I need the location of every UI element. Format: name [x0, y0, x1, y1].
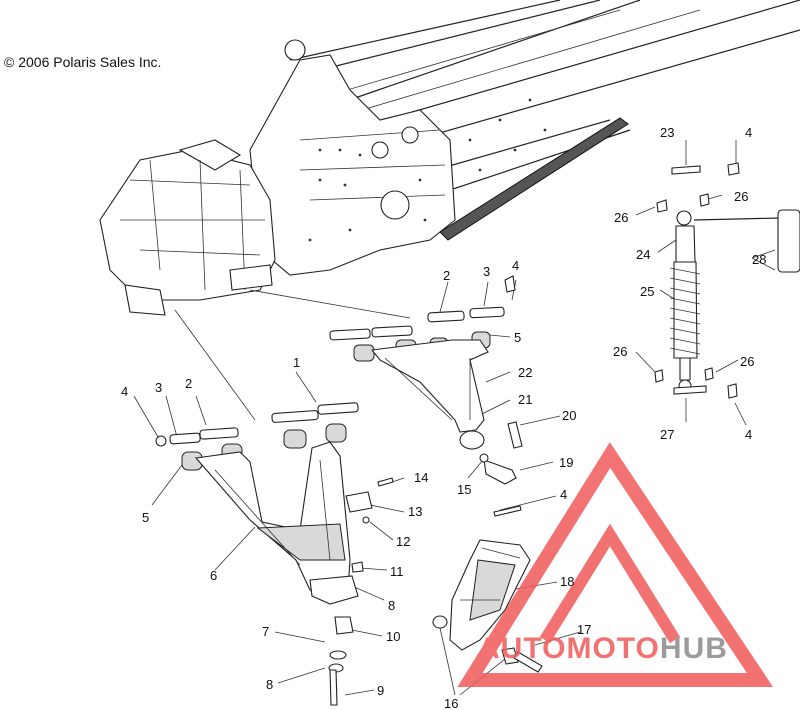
callout-3: 3	[483, 264, 490, 279]
callout-27: 27	[660, 427, 674, 442]
watermark-logo: AUTOMOTOHUB	[457, 442, 774, 687]
callout-4: 4	[745, 427, 752, 442]
callout-4: 4	[121, 384, 128, 399]
callout-13: 13	[408, 504, 422, 519]
chassis-frame	[99, 0, 800, 316]
callout-4: 4	[745, 125, 752, 140]
callout-12: 12	[396, 534, 410, 549]
callout-26: 26	[613, 344, 627, 359]
callout-6: 6	[210, 568, 217, 583]
callout-7: 7	[262, 624, 269, 639]
callout-20: 20	[562, 408, 576, 423]
callout-4: 4	[512, 258, 519, 273]
lower-a-arm-assembly	[155, 402, 394, 706]
callout-15: 15	[457, 482, 471, 497]
callout-18: 18	[560, 574, 574, 589]
callout-17: 17	[577, 622, 591, 637]
callout-numbers: 23 4 26 26 24 28 25 26 26 27 4 2 3 4 5 2…	[121, 125, 766, 710]
shock-absorber	[654, 162, 800, 399]
spindle	[432, 539, 543, 673]
watermark-text: AUTOMOTOHUB	[478, 632, 728, 665]
upper-a-arm-assembly	[329, 275, 523, 517]
callout-28: 28	[752, 252, 766, 267]
callout-23: 23	[660, 125, 674, 140]
callout-8: 8	[388, 598, 395, 613]
callout-22: 22	[518, 365, 532, 380]
callout-14: 14	[414, 470, 428, 485]
callout-2: 2	[443, 268, 450, 283]
callout-9: 9	[377, 683, 384, 698]
callout-26: 26	[614, 210, 628, 225]
callout-5: 5	[142, 510, 149, 525]
callout-5: 5	[514, 330, 521, 345]
callout-19: 19	[559, 455, 573, 470]
callout-25: 25	[640, 284, 654, 299]
callout-3: 3	[155, 380, 162, 395]
copyright-notice: © 2006 Polaris Sales Inc.	[4, 54, 161, 70]
callout-21: 21	[518, 392, 532, 407]
callout-4: 4	[560, 487, 567, 502]
callout-1: 1	[293, 355, 300, 370]
callout-10: 10	[386, 629, 400, 644]
callout-2: 2	[185, 376, 192, 391]
callout-26: 26	[740, 354, 754, 369]
callout-11: 11	[390, 564, 404, 579]
callout-8: 8	[266, 677, 273, 692]
callout-24: 24	[636, 247, 650, 262]
callout-26: 26	[734, 189, 748, 204]
callout-16: 16	[444, 696, 458, 710]
